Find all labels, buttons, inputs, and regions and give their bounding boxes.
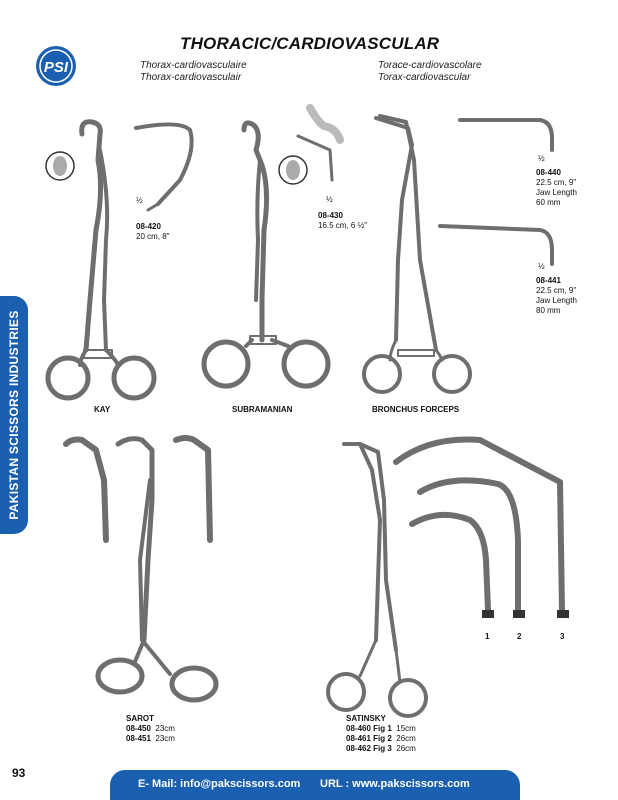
bronchus-b-block: 08-441 22.5 cm, 9" Jaw Length 80 mm (536, 276, 577, 316)
subramanian-code: 08-430 (318, 211, 343, 220)
subramanian-label: SUBRAMANIAN (232, 405, 293, 414)
sarot-block: SAROT 08-450 23cm 08-451 23cm (126, 714, 175, 744)
kay-forceps-drawing (45, 119, 194, 401)
svg-text:PSI: PSI (44, 59, 69, 76)
subtitle-it: Torace-cardiovascolare (378, 60, 482, 71)
kay-label: KAY (94, 405, 111, 414)
bronchus-a-code: 08-440 (536, 168, 561, 177)
bronchus-b-jaw-length: 80 mm (536, 306, 561, 315)
kay-size: 20 cm, 8" (136, 232, 170, 241)
satinsky-fig-1: 1 (485, 632, 490, 641)
sarot-label: SAROT (126, 714, 154, 723)
contact-footer: E- Mail: info@pakscissors.com URL : www.… (110, 770, 520, 800)
satinsky-code-2: 08-461 Fig 2 (346, 734, 392, 743)
satinsky-code-3: 08-462 Fig 3 (346, 744, 392, 753)
satinsky-blade-figures (393, 436, 565, 613)
bronchus-label: BRONCHUS FORCEPS (372, 405, 460, 414)
bronchus-a-jaw: Jaw Length (536, 188, 577, 197)
subtitle-fr: Thorax-cardiovasculaire (140, 60, 247, 71)
kay-code: 08-420 (136, 222, 161, 231)
satinsky-fig-2: 2 (517, 632, 522, 641)
psi-logo-icon: PSI (36, 46, 76, 86)
sarot-size-2: 23cm (155, 734, 175, 743)
page-title: THORACIC/CARDIOVASCULAR (180, 34, 440, 53)
bronchus-a-jaw-length: 60 mm (536, 198, 561, 207)
sarot-size-1: 23cm (155, 724, 175, 733)
bronchus-b-code: 08-441 (536, 276, 561, 285)
sarot-code-1: 08-450 (126, 724, 151, 733)
sarot-forceps-drawing (95, 436, 219, 703)
satinsky-code-1: 08-460 Fig 1 (346, 724, 392, 733)
satinsky-forceps-drawing (326, 442, 428, 718)
bronchus-b-jaw: Jaw Length (536, 296, 577, 305)
page-number: 93 (12, 766, 26, 780)
subramanian-scale: ½ (326, 195, 333, 204)
subramanian-forceps-drawing (201, 104, 344, 389)
subtitle-nl: Thorax-cardiovasculair (140, 72, 242, 83)
bronchus-forceps-drawing (362, 114, 554, 394)
satinsky-block: SATINSKY 08-460 Fig 1 15cm 08-461 Fig 2 … (346, 714, 416, 754)
subtitle-es: Torax-cardiovascular (378, 72, 471, 83)
footer-url[interactable]: URL : www.pakscissors.com (320, 778, 470, 790)
satinsky-fig-3: 3 (560, 632, 565, 641)
satinsky-size-2: 26cm (396, 734, 416, 743)
satinsky-label: SATINSKY (346, 714, 386, 723)
kay-scale: ½ (136, 196, 143, 205)
bronchus-a-size: 22.5 cm, 9" (536, 178, 577, 187)
satinsky-size-3: 26cm (396, 744, 416, 753)
sarot-code-2: 08-451 (126, 734, 151, 743)
bronchus-b-scale: ½ (538, 262, 545, 271)
blade-tips (482, 610, 569, 618)
bronchus-a-block: 08-440 22.5 cm, 9" Jaw Length 60 mm (536, 168, 577, 208)
company-sidebar-tab: PAKISTAN SCISSORS INDUSTRIES (0, 296, 28, 534)
satinsky-size-1: 15cm (396, 724, 416, 733)
bronchus-b-size: 22.5 cm, 9" (536, 286, 577, 295)
kay-code-block: 08-420 20 cm, 8" (136, 222, 170, 242)
subramanian-size: 16.5 cm, 6 ½" (318, 221, 368, 230)
footer-email[interactable]: E- Mail: info@pakscissors.com (138, 778, 301, 790)
subramanian-code-block: 08-430 16.5 cm, 6 ½" (318, 211, 367, 231)
bronchus-a-scale: ½ (538, 154, 545, 163)
sarot-jaw-details (63, 435, 213, 543)
